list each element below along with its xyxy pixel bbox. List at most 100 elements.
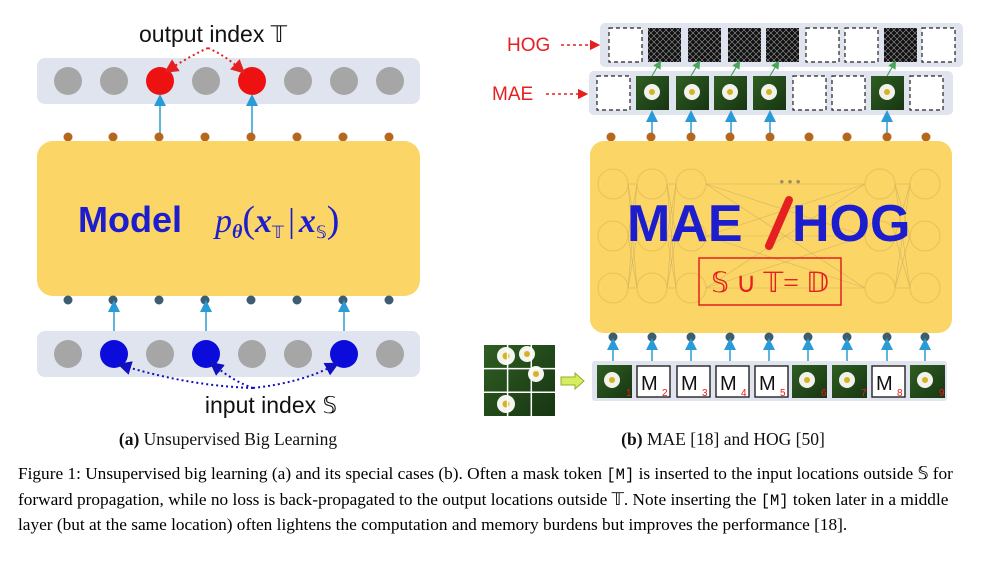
network-graphic	[597, 168, 941, 304]
model-title-hog: HOG	[792, 195, 910, 253]
green-arrow	[769, 60, 780, 77]
mask-token-label: M	[641, 373, 658, 395]
flower-center	[884, 89, 890, 95]
input-index-arrow-2	[209, 361, 254, 389]
b-output-port-dot	[882, 132, 892, 142]
flower-center	[609, 377, 615, 383]
figure-caption: Figure 1: Unsupervised big learning (a) …	[18, 462, 986, 538]
b-input-port-dot	[725, 332, 735, 342]
output-node	[100, 67, 128, 95]
formula-open-paren: (	[242, 199, 255, 241]
output-node	[192, 67, 220, 95]
model-block	[37, 141, 420, 296]
formula-theta: θ	[232, 221, 243, 243]
model-title-slash	[765, 196, 793, 250]
source-image	[484, 345, 555, 416]
b-output-port-dot	[606, 132, 616, 142]
patch-index: 9	[939, 388, 945, 399]
input-index-arrow-1	[117, 361, 254, 389]
mask-token-index: 8	[897, 388, 903, 399]
output-nodes	[54, 67, 404, 95]
formula-close-paren: )	[327, 199, 340, 241]
b-input-port-dot	[920, 332, 930, 342]
panel-b-caption: (b) MAE [18] and HOG [50]	[621, 429, 825, 449]
b-input-connections	[607, 338, 931, 363]
input-nodes	[54, 340, 404, 368]
network-edge	[894, 183, 911, 289]
hog-feature-patch	[688, 28, 721, 62]
mask-token-index: 4	[741, 388, 747, 399]
mask-token-label: M	[876, 373, 893, 395]
formula-x1: x	[254, 203, 272, 240]
mask-token	[636, 365, 671, 398]
output-node	[330, 67, 358, 95]
b-input-port-dot	[608, 332, 618, 342]
model-output-ports	[63, 132, 394, 142]
b-model-output-ports	[606, 132, 931, 142]
output-port-dot	[154, 132, 164, 142]
input-port-dot	[200, 295, 210, 305]
b-output-port-dot	[725, 132, 735, 142]
mask-token	[715, 365, 750, 398]
input-node	[54, 340, 82, 368]
caption-mask-token-2: [M]	[760, 491, 789, 510]
mask-token-label: M	[759, 373, 776, 395]
b-output-port-dot	[804, 132, 814, 142]
b-input-port-dot	[764, 332, 774, 342]
b-input-port-dot	[647, 332, 657, 342]
flower-center	[844, 377, 850, 383]
input-port-dot	[246, 295, 256, 305]
output-port-dot	[384, 132, 394, 142]
hog-outputs	[608, 27, 956, 63]
output-node	[376, 67, 404, 95]
model-title-mae: MAE	[627, 195, 743, 253]
hog-label: HOG	[507, 35, 550, 56]
caption-part-3: token later in a middle layer (but at th…	[18, 489, 949, 535]
input-node	[238, 340, 266, 368]
input-port-dot	[292, 295, 302, 305]
panel-a: output index 𝕋 Model pθ(x𝕋|x𝕊) input ind…	[37, 21, 420, 449]
b-input-port-dot	[803, 332, 813, 342]
output-port-dot	[63, 132, 73, 142]
mask-token-label: M	[720, 373, 737, 395]
empty-hog-slot	[805, 27, 840, 63]
empty-hog-slot	[844, 27, 879, 63]
green-arrow	[690, 60, 701, 77]
b-output-port-dot	[921, 132, 931, 142]
input-node	[146, 340, 174, 368]
flower-center	[922, 377, 928, 383]
input-node	[376, 340, 404, 368]
green-arrow	[730, 60, 741, 77]
mask-token-index: 2	[662, 388, 668, 399]
output-index-label: output index 𝕋	[139, 21, 288, 47]
hog-feature-patch	[766, 28, 799, 62]
patch-index: 6	[821, 388, 827, 399]
network-edge	[666, 235, 677, 289]
mask-token	[871, 365, 906, 398]
b-input-port-dot	[686, 332, 696, 342]
hog-feature-patch	[728, 28, 761, 62]
b-output-port-dot	[686, 132, 696, 142]
input-node	[284, 340, 312, 368]
caption-mask-token-1: [M]	[606, 466, 635, 484]
b-input-port-dot	[842, 332, 852, 342]
network-edge	[894, 235, 911, 289]
empty-mae-slot	[909, 75, 944, 111]
empty-mae-slot	[792, 75, 827, 111]
caption-part-2: is inserted to the input locations outsi…	[18, 464, 953, 509]
input-node	[330, 340, 358, 368]
empty-hog-slot	[608, 27, 643, 63]
formula-sub-s: 𝕊	[316, 223, 327, 242]
figure-canvas: output index 𝕋 Model pθ(x𝕋|x𝕊) input ind…	[37, 21, 963, 449]
output-connections	[154, 94, 258, 133]
panel-a-caption: (a) Unsupervised Big Learning	[119, 429, 337, 449]
output-index-arrow-left	[164, 47, 209, 73]
input-node	[192, 340, 220, 368]
set-formula-box	[698, 257, 842, 306]
network-edge	[627, 183, 638, 237]
b-input-port-dot	[882, 332, 892, 342]
ellipsis: • • •	[780, 174, 801, 189]
output-port-dot	[200, 132, 210, 142]
output-node	[238, 67, 266, 95]
